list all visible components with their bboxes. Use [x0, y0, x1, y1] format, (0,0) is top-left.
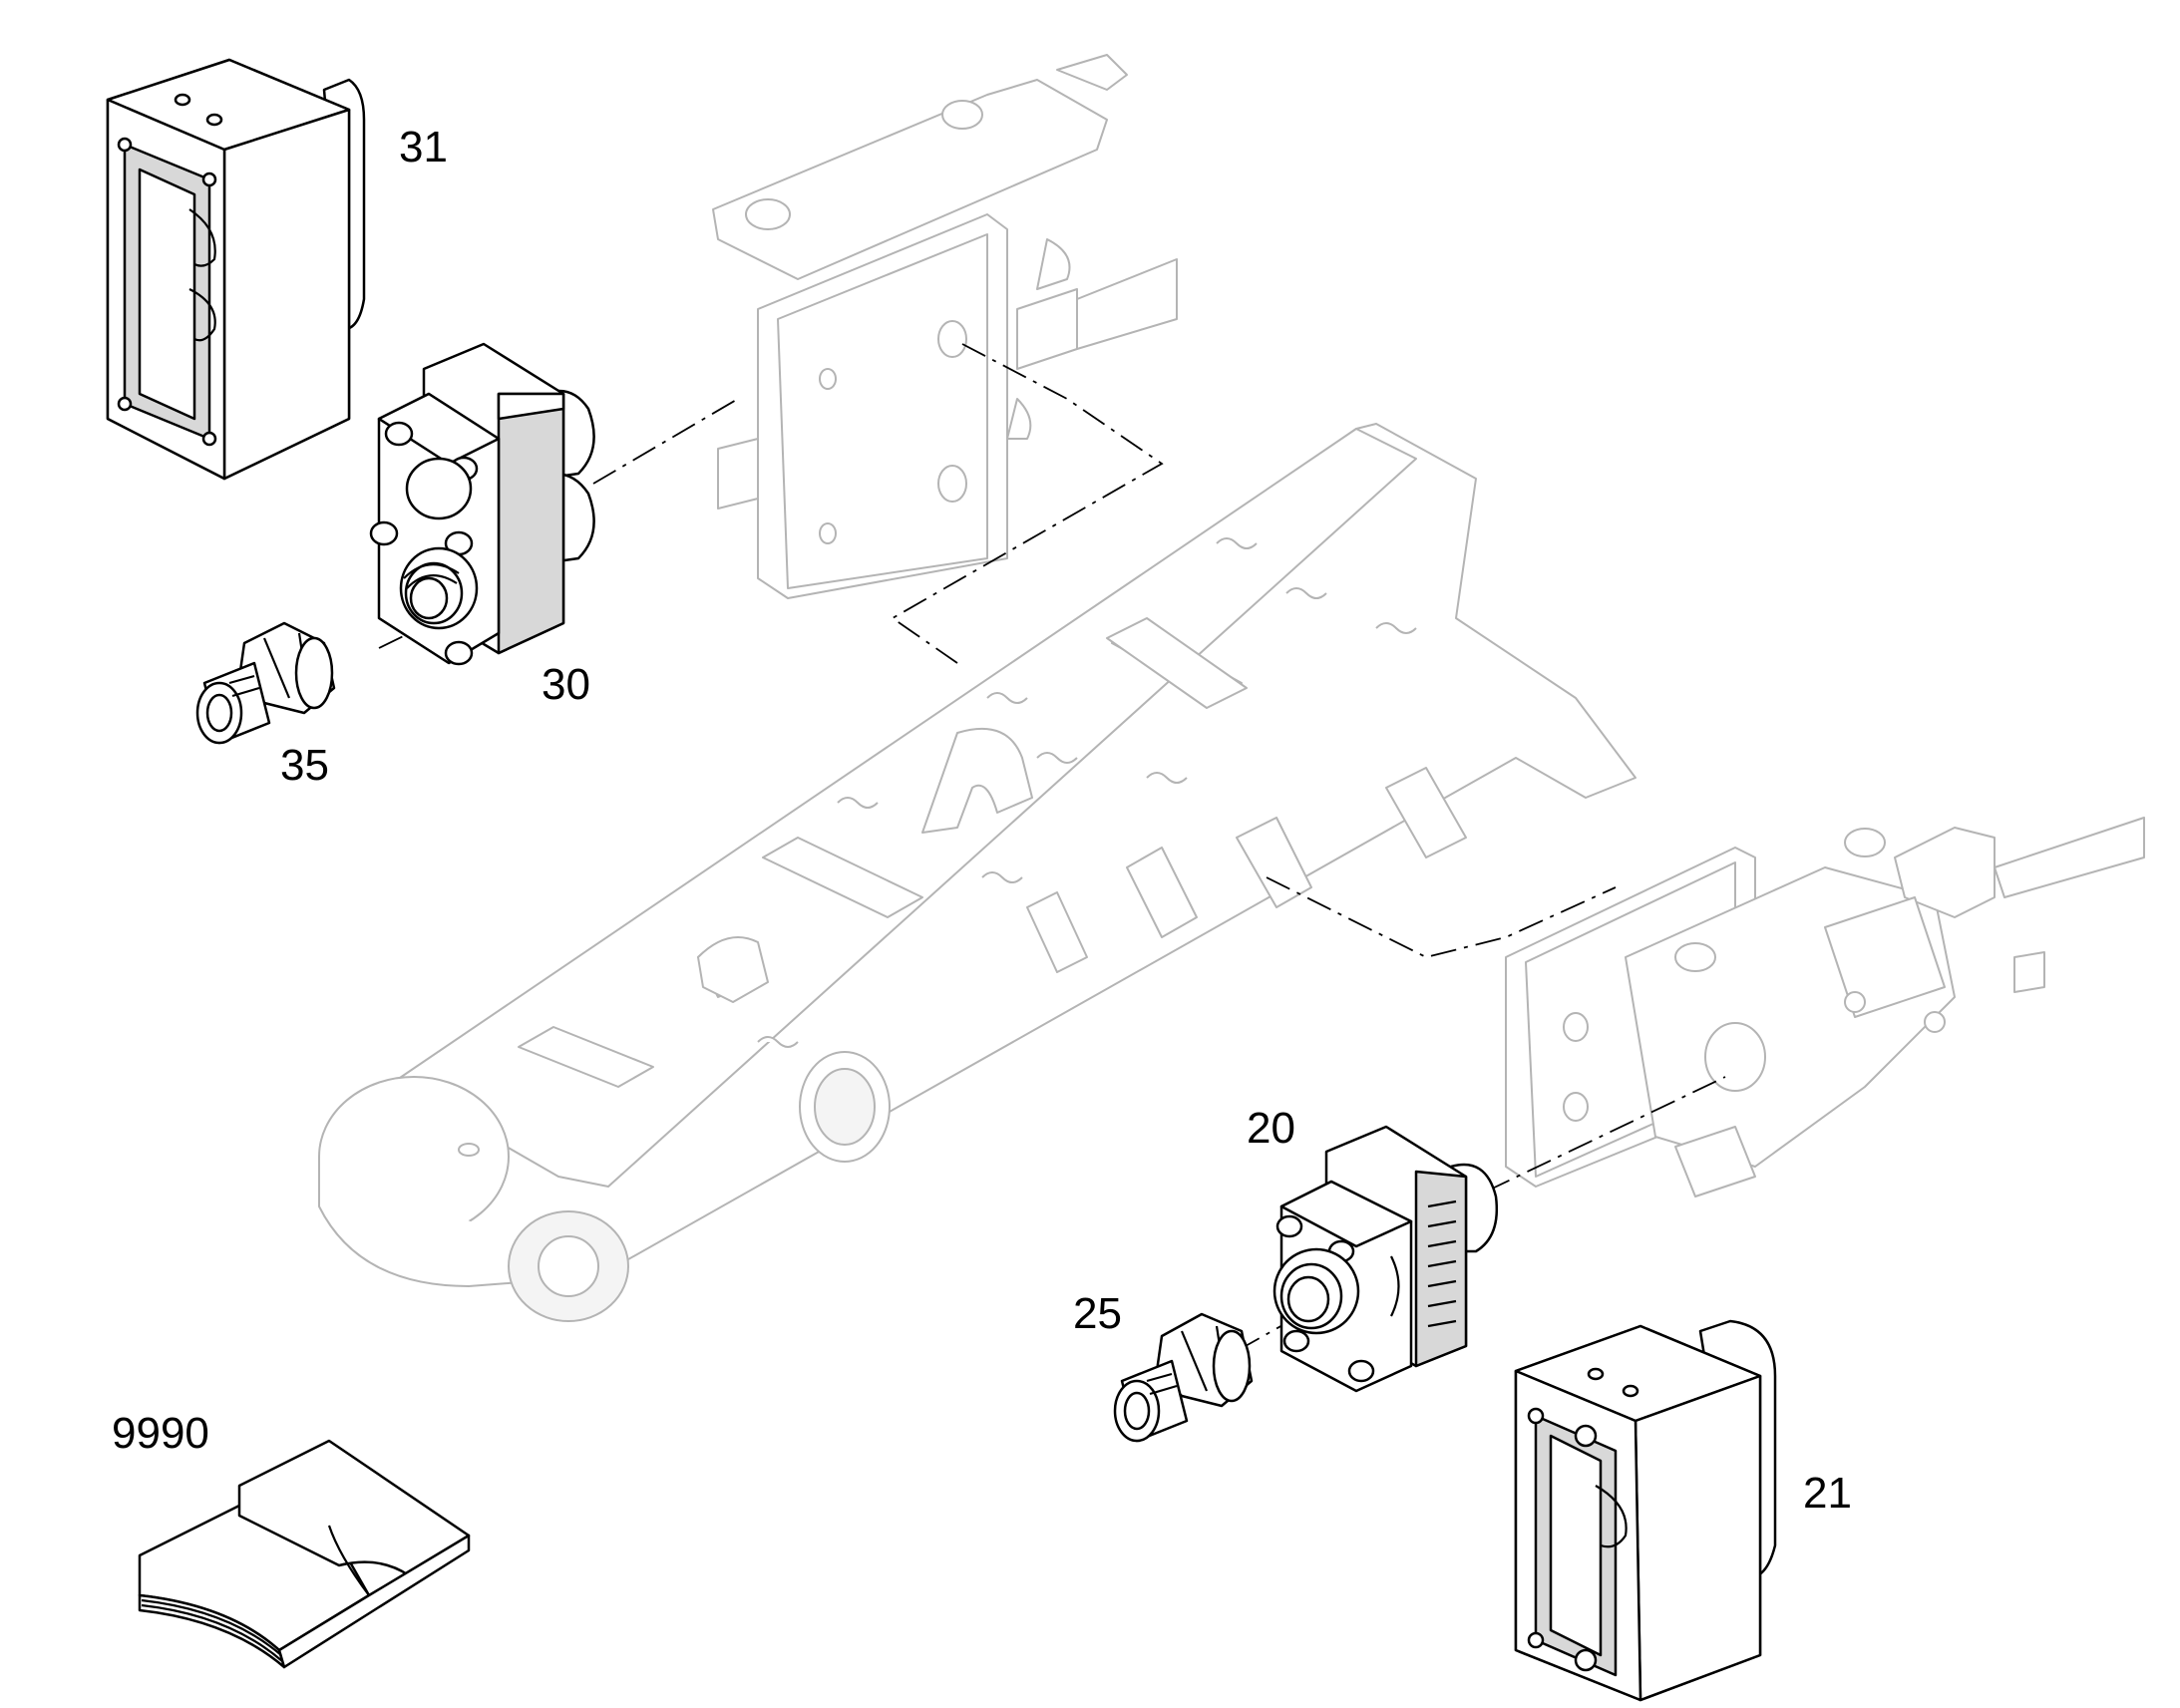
- callout-20: 20: [1247, 1104, 1295, 1153]
- upper-bracket-ghost: [712, 54, 1178, 599]
- valve-20: [1272, 1125, 1498, 1393]
- manual-book-9990: [138, 1439, 471, 1669]
- lower-bracket-ghost: [1505, 817, 2145, 1197]
- callout-25: 25: [1073, 1289, 1122, 1338]
- leader-lines: [378, 343, 1726, 1352]
- housing-box-31: [106, 58, 366, 481]
- callout-35: 35: [280, 741, 329, 790]
- housing-box-21: [1514, 1319, 1777, 1702]
- valve-30: [369, 342, 595, 666]
- fitting-25: [1113, 1312, 1254, 1443]
- callout-9990: 9990: [112, 1409, 209, 1458]
- boom-arm-ghost: [318, 423, 1636, 1322]
- fitting-35: [195, 621, 336, 745]
- callout-21: 21: [1803, 1469, 1852, 1518]
- callout-31: 31: [399, 123, 448, 171]
- callout-30: 30: [542, 660, 590, 709]
